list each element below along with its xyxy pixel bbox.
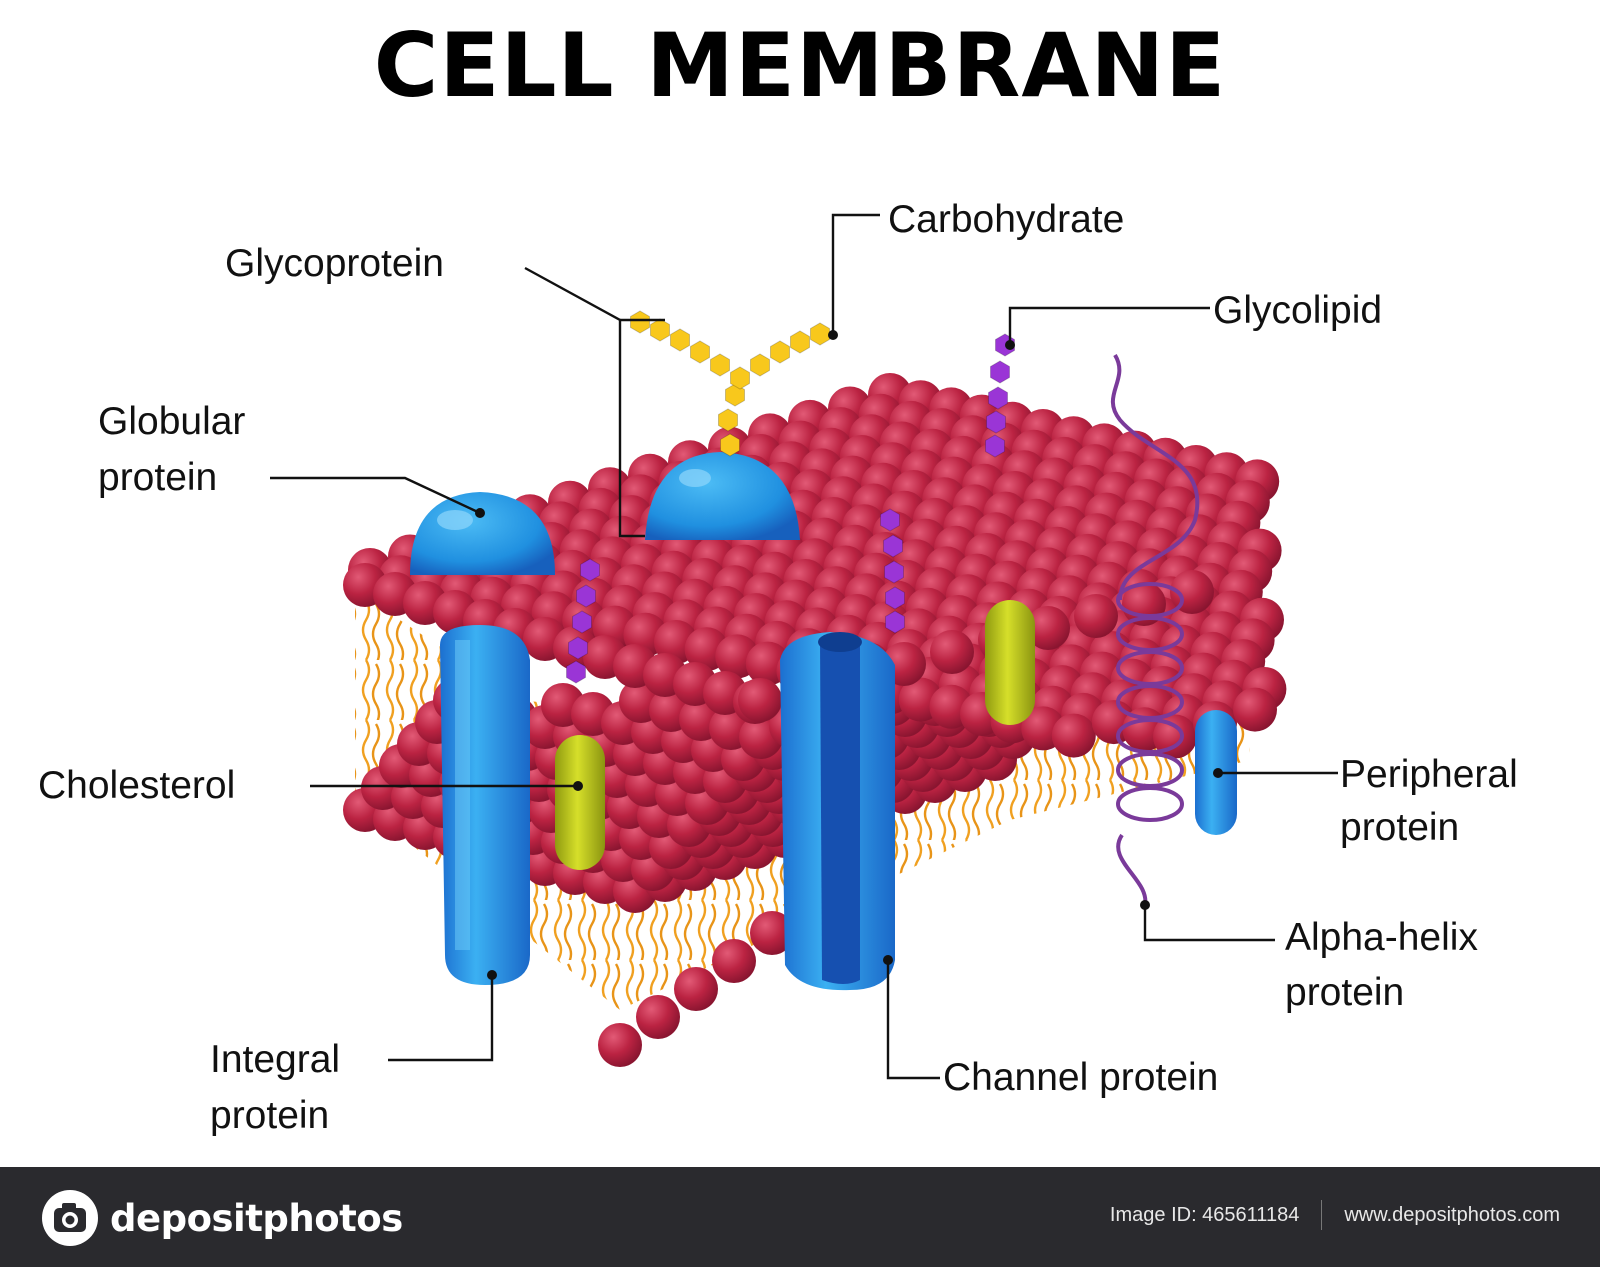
phospholipid-head: [1051, 713, 1096, 758]
label-glycolipid: Glycolipid: [1213, 289, 1382, 332]
carbohydrate-unit: [670, 328, 690, 352]
label-integral-line2: protein: [210, 1094, 329, 1137]
label-peripheral-line1: Peripheral: [1340, 753, 1518, 796]
logo-text: depositphotos: [110, 1196, 403, 1240]
label-peripheral-line2: protein: [1340, 806, 1459, 849]
cholesterol-molecules: [555, 600, 1035, 870]
glycolipid-unit: [986, 410, 1006, 434]
carbohydrate-unit: [810, 322, 830, 346]
carbohydrate-unit: [690, 340, 710, 364]
phospholipid-head: [930, 630, 974, 674]
glycolipid-unit: [990, 360, 1010, 384]
carbohydrate-unit: [730, 366, 750, 390]
glycolipid-unit: [566, 660, 586, 684]
phospholipid-head: [674, 967, 718, 1011]
label-cholesterol: Cholesterol: [38, 764, 235, 807]
carbohydrate-unit: [790, 330, 810, 354]
carbohydrate-unit: [770, 340, 790, 364]
helix-loop: [1116, 786, 1184, 822]
glycolipid-unit: [884, 560, 904, 584]
label-alpha-helix-line1: Alpha-helix: [1285, 916, 1478, 959]
page-title: CELL MEMBRANE: [373, 14, 1227, 117]
phospholipid-head: [738, 678, 782, 722]
watermark-footer: depositphotos Image ID: 465611184 www.de…: [0, 1167, 1600, 1267]
phospholipid-head: [712, 939, 756, 983]
phospholipid-head: [636, 995, 680, 1039]
label-alpha-helix-line2: protein: [1285, 971, 1404, 1014]
website-url[interactable]: www.depositphotos.com: [1344, 1203, 1560, 1226]
alpha-helix-protein: [1110, 353, 1200, 906]
footer-info: Image ID: 465611184 www.depositphotos.co…: [1110, 1200, 1560, 1230]
carbohydrate-unit: [630, 310, 650, 334]
channel-protein: [780, 632, 895, 991]
camera-logo-icon: [42, 1190, 98, 1246]
carbohydrate-unit: [650, 318, 670, 342]
glycolipid-unit: [883, 534, 903, 558]
glycolipid-unit: [572, 610, 592, 634]
carbohydrate-unit: [710, 353, 730, 377]
label-carbohydrate: Carbohydrate: [888, 198, 1124, 241]
glycolipid-unit: [988, 386, 1008, 410]
carbohydrate-unit: [720, 433, 740, 457]
leader-lines: [270, 213, 1338, 1080]
carbohydrate-unit: [718, 408, 738, 432]
image-id: Image ID: 465611184: [1109, 1203, 1300, 1226]
label-globular-line2: protein: [98, 456, 217, 499]
glycoprotein-dome: [645, 452, 800, 540]
label-integral-line1: Integral: [210, 1038, 340, 1081]
carbohydrate-chain: [630, 310, 830, 457]
footer-divider: [1321, 1200, 1323, 1230]
glycolipid-unit: [580, 558, 600, 582]
glycolipid-unit: [885, 586, 905, 610]
phospholipid-head: [598, 1023, 642, 1067]
label-globular-line1: Globular: [98, 400, 245, 443]
label-channel-protein: Channel protein: [943, 1056, 1218, 1099]
glycolipid-unit: [568, 636, 588, 660]
integral-protein: [440, 625, 530, 985]
carbohydrate-unit: [725, 383, 745, 407]
glycolipid-chains: [566, 333, 1015, 684]
phospholipid-head: [750, 911, 794, 955]
depositphotos-logo[interactable]: depositphotos: [40, 1187, 403, 1249]
phospholipid-head: [1233, 687, 1277, 732]
glycolipid-unit: [885, 610, 905, 634]
carbohydrate-unit: [750, 353, 770, 377]
glycolipid-unit: [880, 508, 900, 532]
phospholipid-head: [1026, 606, 1070, 650]
membrane-diagram: Carbohydrate Glycoprotein Glycolipid Glo…: [38, 198, 1518, 1137]
phospholipid-head: [1074, 594, 1118, 638]
globular-protein: [410, 492, 555, 575]
label-glycoprotein: Glycoprotein: [225, 242, 444, 285]
phospholipid-head: [1153, 714, 1197, 759]
glycolipid-unit: [576, 584, 596, 608]
glycolipid-unit: [985, 434, 1005, 458]
